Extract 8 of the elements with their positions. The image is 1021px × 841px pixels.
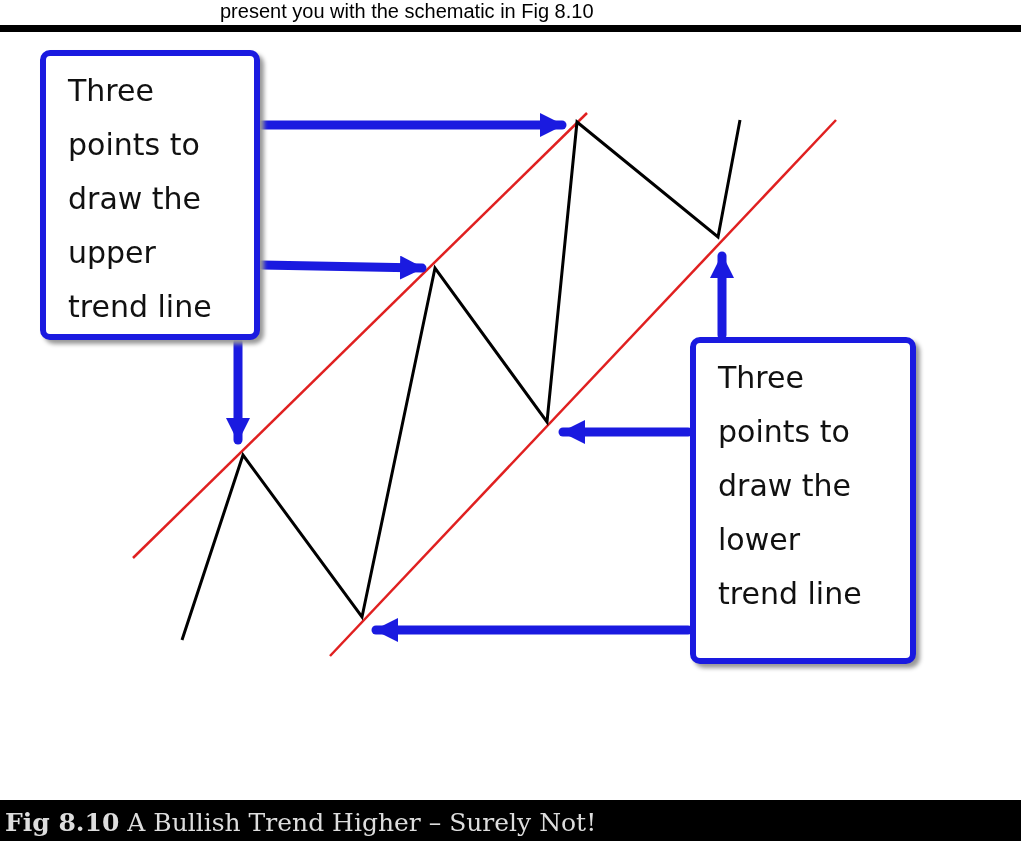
cut-off-text-line: present you with the schematic in Fig 8.10 [220,0,594,22]
callout-text: Three points to draw the upper trend line [68,72,213,326]
callout-text: Three points to draw the lower trend line [718,359,863,613]
figure-caption: Fig 8.10 A Bullish Trend Higher – Surely Not! [0,800,1021,841]
arrow [710,251,734,340]
callout-box [40,50,260,340]
arrow [226,337,250,445]
callout-box [690,337,916,664]
